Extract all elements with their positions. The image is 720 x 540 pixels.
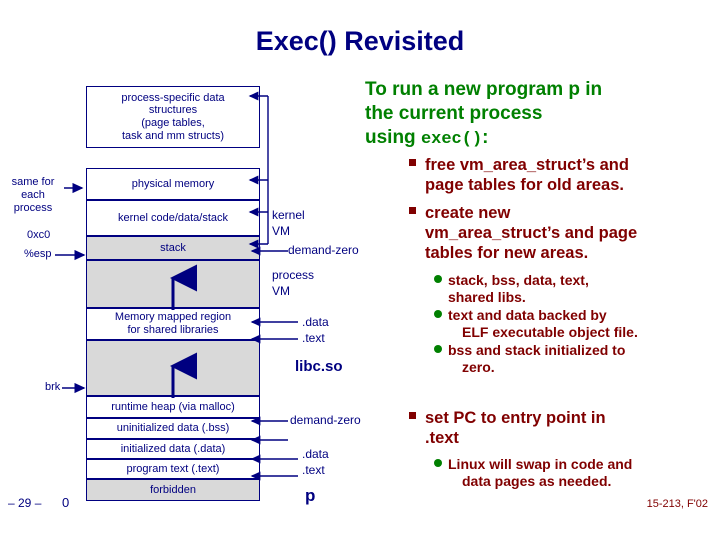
square-bullet-icon: [409, 207, 416, 214]
label-p: p: [305, 486, 316, 505]
box-process-specific-data: process-specific data structures (page t…: [86, 86, 260, 148]
heading-line: the current process: [365, 102, 543, 124]
subbullet-text-data-backed: text and data backed by ELF executable o…: [434, 307, 698, 341]
square-bullet-icon: [409, 159, 416, 166]
label-text-top: .text: [302, 331, 325, 345]
box-line: forbidden: [150, 483, 196, 496]
label-line: process: [272, 268, 315, 282]
footer-right: 15-213, F'02: [646, 498, 708, 510]
subbullet-line: Linux will swap in code and: [448, 456, 633, 472]
box-stack: stack: [86, 236, 260, 260]
box-line: for shared libraries: [127, 324, 219, 336]
bullet-line: create new: [425, 204, 511, 222]
subbullet-line: shared libs.: [448, 288, 526, 305]
label-demand-zero-top: demand-zero: [288, 243, 359, 257]
subbullet-bss-stack-zero: bss and stack initialized to zero.: [434, 342, 698, 376]
round-bullet-icon: [434, 275, 442, 283]
label-same-for-each-process: same for each process: [2, 176, 64, 216]
bullet-line: vm_area_struct’s and page: [425, 224, 638, 243]
bullet-free-vm-area: free vm_area_struct’s and page tables fo…: [409, 155, 695, 195]
box-kernel-code-data-stack: kernel code/data/stack: [86, 200, 260, 236]
box-line: (page tables,: [141, 117, 205, 129]
label-line: VM: [272, 223, 290, 238]
label-line: each: [21, 189, 45, 202]
label-brk: brk: [45, 381, 61, 393]
label-libc-so: libc.so: [295, 358, 343, 375]
box-runtime-heap: runtime heap (via malloc): [86, 396, 260, 418]
label-data-top: .data: [302, 315, 329, 329]
bullet-line: free vm_area_struct’s and: [425, 156, 629, 174]
memory-layout-diagram: process-specific data structures (page t…: [70, 86, 330, 516]
heading-line-3: using exec():: [365, 126, 710, 150]
box-line: runtime heap (via malloc): [111, 400, 235, 413]
label-0xc0: 0xc0: [27, 229, 51, 241]
subbullet-line: text and data backed by: [448, 307, 607, 323]
label-line: kernel: [272, 208, 305, 222]
label-process-vm: process VM: [272, 268, 314, 299]
label-data-bottom: .data: [302, 447, 329, 461]
subbullet-line: ELF executable object file.: [462, 323, 638, 340]
box-line: stack: [160, 241, 186, 254]
heading-exec-call: exec(): [420, 129, 483, 149]
box-mmap-gap: [86, 340, 260, 396]
bullet-set-pc: set PC to entry point in .text: [409, 408, 700, 448]
heading-line: To run a new program p in: [365, 79, 603, 100]
label-line: same for: [11, 176, 55, 188]
footer-left: – 29 –: [8, 496, 42, 510]
heading-line-pre: using: [365, 126, 421, 148]
round-bullet-icon: [434, 310, 442, 318]
box-memory-mapped-region: Memory mapped region for shared librarie…: [86, 308, 260, 340]
bullet-line: page tables for old areas.: [425, 176, 624, 195]
box-forbidden: forbidden: [86, 479, 260, 501]
box-line: kernel code/data/stack: [117, 211, 229, 224]
label-esp: %esp: [24, 248, 52, 260]
box-physical-memory: physical memory: [86, 168, 260, 200]
label-demand-zero-bottom: demand-zero: [290, 413, 361, 427]
subbullet-linux-swap-in: Linux will swap in code and data pages a…: [434, 456, 698, 490]
bullet-line: .text: [425, 429, 459, 448]
page-title: Exec() Revisited: [255, 26, 465, 56]
box-line: physical memory: [131, 177, 215, 190]
heading-line-post: :: [482, 126, 489, 148]
box-text: program text (.text): [86, 459, 260, 479]
label-line: process: [13, 202, 53, 215]
bullet-line: set PC to entry point in: [425, 409, 606, 427]
box-data: initialized data (.data): [86, 439, 260, 459]
bullet-line: tables for new areas.: [425, 244, 589, 263]
subbullet-line: stack, bss, data, text,: [448, 272, 589, 288]
box-stack-gap: [86, 260, 260, 308]
label-zero: 0: [62, 495, 70, 510]
subbullet-line: bss and stack initialized to: [448, 342, 626, 358]
label-kernel-vm: kernel VM: [272, 208, 305, 239]
box-line: Memory mapped region: [114, 311, 232, 324]
bullet-create-new-vm-area: create new vm_area_struct’s and page tab…: [409, 203, 700, 263]
subbullet-line: zero.: [462, 358, 495, 375]
subbullet-stack-bss-data-text: stack, bss, data, text, shared libs.: [434, 272, 698, 306]
right-heading: To run a new program p in the current pr…: [365, 78, 710, 150]
box-line: initialized data (.data): [120, 442, 226, 455]
subbullet-line: data pages as needed.: [462, 472, 612, 489]
box-line: process-specific data: [121, 91, 225, 104]
box-line: uninitialized data (.bss): [116, 422, 230, 435]
label-line: VM: [272, 283, 290, 298]
box-line: program text (.text): [126, 462, 220, 475]
round-bullet-icon: [434, 459, 442, 467]
box-line: task and mm structs): [121, 129, 225, 142]
box-line: structures: [148, 104, 198, 117]
square-bullet-icon: [409, 412, 416, 419]
label-text-bottom: .text: [302, 463, 325, 477]
box-bss: uninitialized data (.bss): [86, 418, 260, 439]
round-bullet-icon: [434, 345, 442, 353]
